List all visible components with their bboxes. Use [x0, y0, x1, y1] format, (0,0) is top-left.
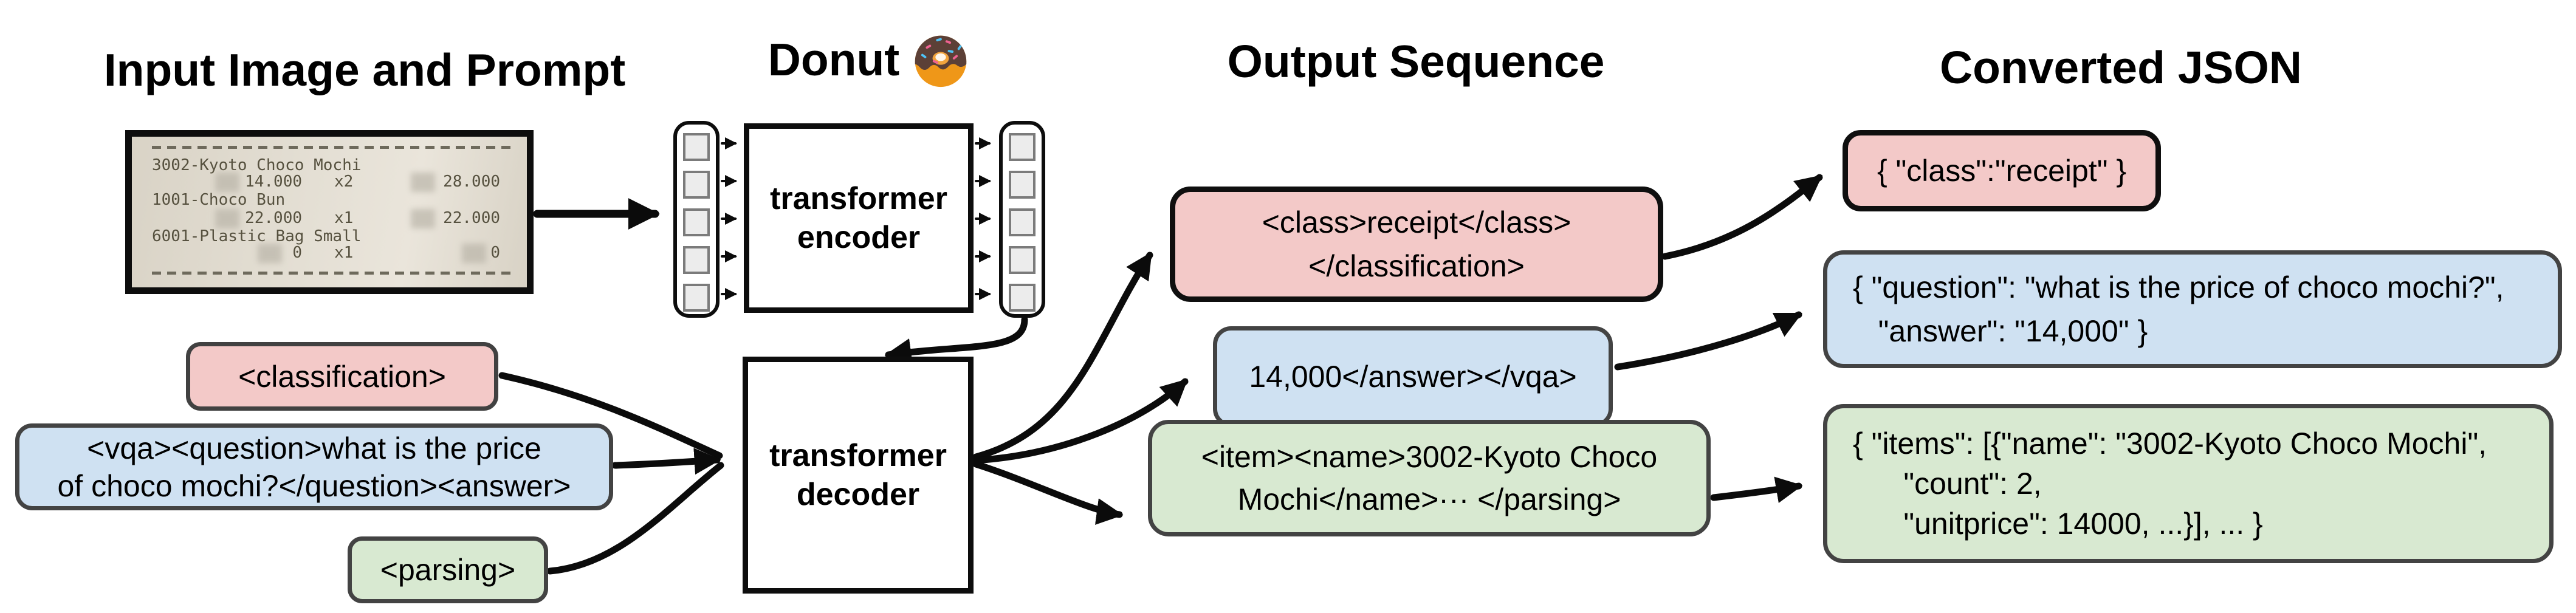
header-output-sequence: Output Sequence [1227, 36, 1605, 87]
donut-title: Donut [768, 34, 900, 85]
arrow-class-output-to-json [1661, 174, 1823, 260]
token-square [683, 133, 710, 161]
arrow-vqa-output-to-json [1614, 311, 1802, 371]
json-classification-line1: { "class":"receipt" } [1877, 154, 2127, 188]
json-parsing-line2: "count": 2, [1853, 467, 2042, 501]
receipt-item-name: 3002-Kyoto Choco Mochi [152, 156, 362, 174]
output-vqa-box: 14,000</answer></vqa> [1213, 326, 1613, 427]
json-parsing-line3: "unitprice": 14000, ...}], ... } [1853, 507, 2263, 541]
prompt-parsing-label: <parsing> [380, 553, 516, 587]
json-vqa-line2: "answer": "14,000" } [1853, 314, 2148, 348]
header-converted-json: Converted JSON [1940, 42, 2302, 93]
arrow-parsing-to-decoder [546, 462, 724, 575]
token-square [1009, 133, 1036, 161]
encoder-label: encoder [797, 220, 921, 255]
decoder-label: decoder [796, 477, 920, 512]
json-parsing-box: { "items": [{"name": "3002-Kyoto Choco M… [1823, 404, 2554, 563]
prompt-vqa-box: <vqa><question>what is the price of choc… [15, 423, 613, 510]
receipt-item-name: 1001-Choco Bun [152, 191, 286, 209]
prompt-classification-label: <classification> [238, 359, 446, 394]
receipt-item-name: 6001-Plastic Bag Small [152, 227, 362, 245]
redaction-blur [215, 209, 239, 228]
header-input-image-and-prompt: Input Image and Prompt [103, 44, 626, 95]
prompt-classification-box: <classification> [186, 342, 498, 411]
arrow-classification-to-decoder [498, 372, 723, 459]
prompt-vqa-line1: <vqa><question>what is the price [87, 431, 541, 465]
decoder-label: transformer [769, 438, 947, 473]
token-square [1009, 246, 1036, 274]
json-classification-box: { "class":"receipt" } [1843, 130, 2161, 211]
header-donut: Donut [705, 30, 1033, 89]
token-square [683, 284, 710, 312]
json-vqa-box: { "question": "what is the price of choc… [1823, 250, 2562, 368]
transformer-decoder-block: transformer decoder [743, 357, 974, 594]
prompt-parsing-box: <parsing> [348, 536, 548, 603]
redaction-blur [411, 173, 435, 192]
token-square [683, 208, 710, 236]
redaction-blur [215, 173, 239, 192]
redaction-blur [258, 244, 282, 263]
output-parsing-line2: Mochi</name>··· </parsing> [1237, 482, 1621, 516]
output-parsing-box: <item><name>3002-Kyoto Choco Mochi</name… [1148, 420, 1711, 536]
token-square [683, 171, 710, 199]
arrow-decoder-to-vqa-output [972, 378, 1189, 464]
output-classification-box: <class>receipt</class> </classification> [1170, 187, 1663, 302]
receipt-separator [152, 146, 517, 149]
token-square [1009, 284, 1036, 312]
encoder-label: transformer [770, 181, 947, 216]
encoder-output-token-column [999, 121, 1045, 318]
arrow-decoder-to-parsing-output [972, 461, 1124, 525]
arrow-decoder-to-class-output [972, 252, 1153, 461]
arrow-parsing-output-to-json [1710, 476, 1803, 504]
arrow-vqa-to-decoder [611, 448, 721, 475]
output-vqa-line1: 14,000</answer></vqa> [1249, 360, 1577, 394]
json-vqa-line1: { "question": "what is the price of choc… [1853, 270, 2504, 304]
output-classification-line2: </classification> [1308, 249, 1525, 283]
receipt-item-amounts: 22.000 x1 22.000 [132, 208, 527, 228]
redaction-blur [462, 244, 486, 263]
receipt-item-amounts: 0 x1 0 [132, 242, 527, 263]
output-parsing-line1: <item><name>3002-Kyoto Choco [1201, 440, 1658, 474]
token-square [1009, 171, 1036, 199]
receipt-image: 3002-Kyoto Choco Mochi 14.000 x2 28.000 … [125, 130, 534, 294]
receipt-item-amounts: 14.000 x2 28.000 [132, 171, 527, 192]
json-parsing-line1: { "items": [{"name": "3002-Kyoto Choco M… [1853, 426, 2487, 461]
token-square [683, 246, 710, 274]
token-square [1009, 208, 1036, 236]
redaction-blur [411, 209, 435, 228]
encoder-input-token-column [673, 121, 720, 318]
prompt-vqa-line2: of choco mochi?</question><answer> [57, 468, 571, 503]
output-classification-line1: <class>receipt</class> [1262, 205, 1571, 239]
donut-emoji [915, 35, 967, 87]
transformer-encoder-block: transformer encoder [744, 123, 974, 313]
receipt-separator [152, 272, 517, 275]
arrow-encoder-to-decoder [884, 316, 1028, 365]
